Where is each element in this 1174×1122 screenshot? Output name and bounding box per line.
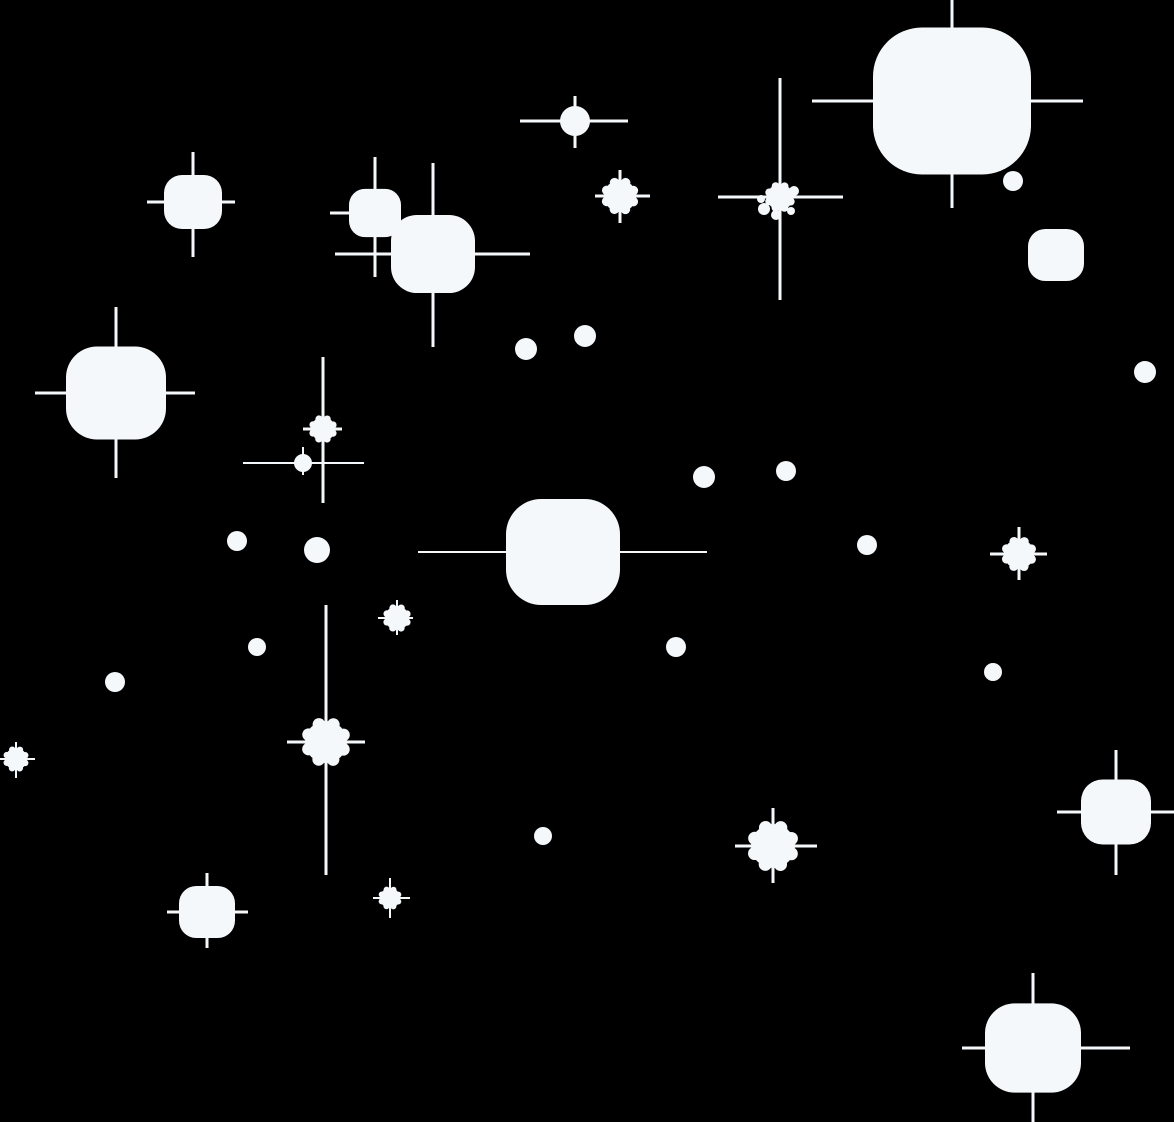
star xyxy=(373,878,410,918)
star xyxy=(990,527,1047,580)
star xyxy=(595,170,650,223)
star xyxy=(287,605,365,875)
star-core xyxy=(391,214,475,294)
star xyxy=(378,600,413,635)
star-core xyxy=(1003,171,1023,191)
star-core xyxy=(349,188,401,238)
star-core xyxy=(767,184,793,210)
star xyxy=(984,663,1002,681)
star-core xyxy=(380,888,400,908)
star-core xyxy=(984,663,1002,681)
star xyxy=(35,307,195,478)
star xyxy=(1003,171,1023,191)
star-core xyxy=(105,672,125,692)
star-splatter xyxy=(757,195,765,203)
star xyxy=(718,78,843,300)
star-core xyxy=(506,498,620,606)
star-core xyxy=(1004,539,1034,569)
star-core xyxy=(985,1003,1081,1093)
star xyxy=(105,672,125,692)
star-core xyxy=(179,885,235,939)
star xyxy=(1028,228,1084,282)
star xyxy=(248,638,266,656)
star-core xyxy=(248,638,266,656)
star-core xyxy=(604,180,636,212)
star-core xyxy=(666,637,686,657)
star xyxy=(962,973,1130,1122)
star-core xyxy=(1028,228,1084,282)
star-core xyxy=(66,346,166,440)
star-core xyxy=(1134,361,1156,383)
star-core xyxy=(515,338,537,360)
star xyxy=(330,157,401,277)
star-core xyxy=(857,535,877,555)
star-core xyxy=(574,325,596,347)
star-core xyxy=(693,466,715,488)
star-core xyxy=(873,27,1031,175)
star xyxy=(147,152,235,257)
star-splatter xyxy=(758,203,770,215)
star xyxy=(227,531,247,551)
star xyxy=(666,637,686,657)
star-core xyxy=(1081,779,1151,845)
star xyxy=(1057,750,1174,875)
star xyxy=(693,466,715,488)
star xyxy=(776,461,796,481)
star-core xyxy=(5,748,27,770)
star-splatter xyxy=(787,207,795,215)
star xyxy=(0,742,35,778)
star xyxy=(515,338,537,360)
star xyxy=(335,163,530,347)
star-core xyxy=(385,606,409,630)
star-core xyxy=(164,175,222,229)
star-core xyxy=(560,106,590,136)
star xyxy=(735,808,817,883)
star xyxy=(167,873,248,948)
star xyxy=(520,96,628,148)
star xyxy=(857,535,877,555)
star xyxy=(1134,361,1156,383)
star xyxy=(304,537,330,563)
star xyxy=(534,827,552,845)
star-core xyxy=(304,537,330,563)
star-core xyxy=(751,824,795,868)
star xyxy=(418,498,707,606)
star xyxy=(243,447,364,475)
star xyxy=(812,0,1083,208)
star-core xyxy=(534,827,552,845)
star-splatter xyxy=(771,210,781,220)
star-core xyxy=(776,461,796,481)
star-core xyxy=(227,531,247,551)
star xyxy=(574,325,596,347)
star xyxy=(303,357,342,503)
star-core xyxy=(311,417,335,441)
star-core xyxy=(305,721,347,763)
star-core xyxy=(294,454,312,472)
